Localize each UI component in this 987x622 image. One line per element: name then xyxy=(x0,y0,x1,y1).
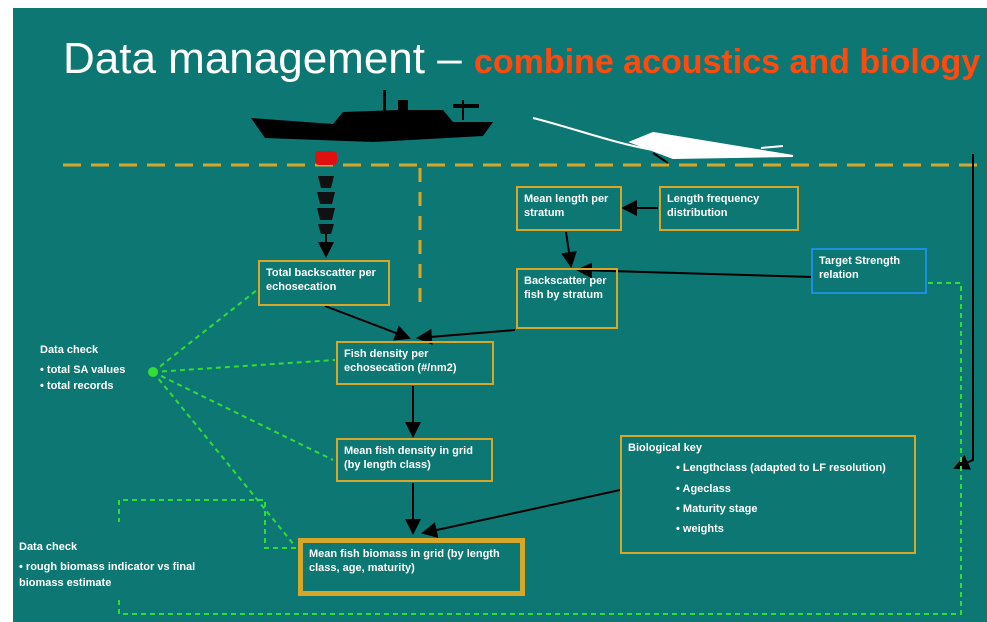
biological-key-box: Biological key Lengthclass (adapted to L… xyxy=(620,435,916,554)
mean-length-box: Mean length per stratum xyxy=(516,186,622,231)
list-item: Lengthclass (adapted to LF resolution) xyxy=(676,461,908,475)
total-backscatter-box: Total backscatter per echosecation xyxy=(258,260,390,306)
length-frequency-box: Length frequency distribution xyxy=(659,186,799,231)
biological-key-list: Lengthclass (adapted to LF resolution) A… xyxy=(676,461,908,536)
list-item: weights xyxy=(676,522,908,536)
transducer-icon xyxy=(315,151,337,234)
backscatter-per-fish-box: Backscatter per fish by stratum xyxy=(516,268,618,329)
list-item: total SA values xyxy=(40,363,150,379)
title-subtitle: combine acoustics and biology xyxy=(473,43,981,81)
diagram-lines xyxy=(63,90,987,615)
mean-fish-density-box: Mean fish density in grid (by length cla… xyxy=(336,438,493,482)
title-main: Data management – xyxy=(63,34,474,83)
list-item: rough biomass indicator vs final biomass… xyxy=(19,560,229,592)
list-item: Maturity stage xyxy=(676,502,908,516)
list-item: total records xyxy=(40,379,150,395)
slide: Data management – combine acoustics and … xyxy=(13,8,987,622)
biological-key-title: Biological key xyxy=(628,442,702,454)
data-check-1-title: Data check xyxy=(40,344,99,356)
mean-fish-biomass-box: Mean fish biomass in grid (by length cla… xyxy=(298,538,525,596)
trawl-net-icon xyxy=(532,117,794,164)
slide-title: Data management – combine acoustics and … xyxy=(63,34,980,84)
list-item: Ageclass xyxy=(676,482,908,496)
fish-density-box: Fish density per echosecation (#/nm2) xyxy=(336,341,494,385)
data-check-node xyxy=(148,367,158,377)
data-check-2: Data check rough biomass indicator vs fi… xyxy=(19,540,229,592)
data-check-1: Data check total SA values total records xyxy=(40,343,150,395)
research-vessel-icon xyxy=(251,90,493,142)
data-check-lines xyxy=(118,282,962,615)
target-strength-box: Target Strength relation xyxy=(811,248,927,294)
data-check-2-title: Data check xyxy=(19,541,78,553)
